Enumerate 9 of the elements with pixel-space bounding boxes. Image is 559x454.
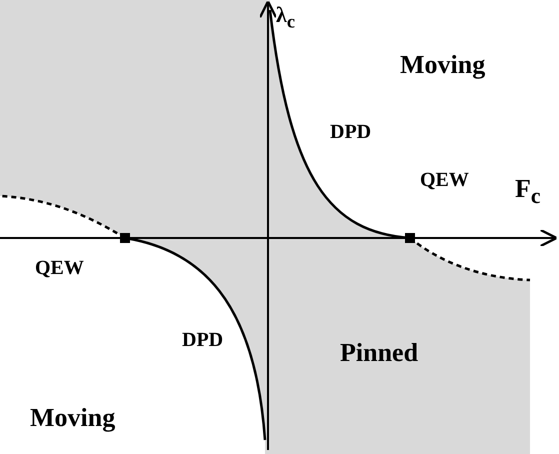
curve-label: DPD — [182, 330, 224, 350]
point-label: QEW — [420, 170, 469, 190]
axis-label: F$_{c}$ — [515, 176, 541, 208]
curve-label: DPD — [330, 122, 372, 142]
region-label: Moving — [30, 405, 116, 431]
region-label: Moving — [400, 52, 486, 78]
point-label: QEW — [35, 258, 84, 278]
axis-label: λ$_{c}$ — [276, 4, 295, 31]
region-label: Pinned — [340, 340, 418, 366]
